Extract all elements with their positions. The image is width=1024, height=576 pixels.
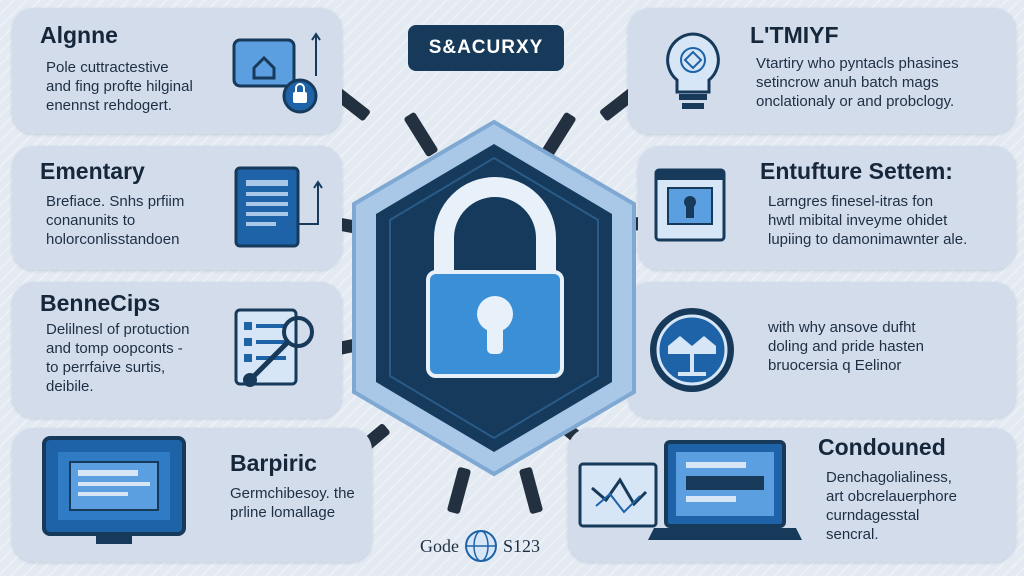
card-title: Ementary bbox=[40, 158, 145, 184]
document-icon bbox=[234, 166, 323, 248]
card-title: BenneCips bbox=[40, 290, 161, 316]
card-line: art obcrelauerphore bbox=[826, 488, 957, 505]
card-body: Pole cuttractestive and fing profte hilg… bbox=[46, 58, 193, 115]
card-line: with why ansove dufht bbox=[768, 319, 916, 336]
card-line: Brefiace. Snhs prfiim bbox=[46, 193, 185, 210]
card-barpiric: Barpiric Germchibesoy. the prline lomall… bbox=[12, 428, 372, 562]
card-body: Germchibesoy. the prline lomallage bbox=[230, 484, 355, 522]
card-line: prline lomallage bbox=[230, 504, 336, 521]
padlock-icon bbox=[426, 177, 564, 378]
card-title: Entufture Settem: bbox=[760, 158, 953, 184]
globe-logo-icon bbox=[465, 530, 497, 562]
card-title: Barpiric bbox=[230, 450, 317, 476]
card-title: L'TMIYF bbox=[750, 22, 839, 48]
card-line: setincrow anuh batch mags bbox=[756, 74, 939, 91]
card-line: Germchibesoy. the bbox=[230, 485, 355, 502]
card-body: Vtartiry who pyntacls phasines setincrow… bbox=[756, 54, 959, 111]
card-line: enennst rehdogert. bbox=[46, 97, 172, 114]
header-label: S&ACURXY bbox=[408, 25, 564, 71]
secure-folder-icon bbox=[232, 32, 321, 114]
card-algnne: Algnne Pole cuttractestive and fing prof… bbox=[12, 8, 342, 134]
card-line: lupiing to damonimawnter ale. bbox=[768, 231, 968, 248]
lightbulb-icon bbox=[666, 32, 720, 109]
card-entufture-settem: Entufture Settem: Larngres finesel-itras… bbox=[638, 146, 1016, 270]
card-dufht: with why ansove dufht doling and pride h… bbox=[628, 282, 1016, 418]
monitor-icon bbox=[42, 436, 186, 544]
card-bennecips: BenneCips Delilnesl of protuction and to… bbox=[12, 282, 342, 418]
footer-right-text: S123 bbox=[503, 535, 541, 556]
card-body: Larngres finesel-itras fon hwtl mibital … bbox=[768, 192, 967, 249]
card-line: doling and pride hasten bbox=[768, 338, 924, 355]
card-ltmiyf: L'TMIYF Vtartiry who pyntacls phasines s… bbox=[628, 8, 1016, 134]
card-line: Vtartiry who pyntacls phasines bbox=[756, 55, 959, 72]
card-line: Delilnesl of protuction bbox=[46, 321, 190, 338]
shield-emblem-icon bbox=[650, 308, 734, 392]
card-line: Denchagolialiness, bbox=[826, 469, 952, 486]
footer: Gode S123 bbox=[420, 528, 540, 564]
secure-window-icon bbox=[654, 168, 726, 242]
card-body: Denchagolialiness, art obcrelauerphore c… bbox=[826, 468, 957, 544]
card-condouned: Condouned Denchagolialiness, art obcrela… bbox=[568, 428, 1016, 562]
card-title: Algnne bbox=[40, 22, 118, 48]
card-line: curndagesstal bbox=[826, 507, 920, 524]
card-line: and tomp oopconts - bbox=[46, 340, 183, 357]
card-line: deibile. bbox=[46, 378, 94, 395]
card-line: sencral. bbox=[826, 526, 879, 543]
card-line: Pole cuttractestive bbox=[46, 59, 169, 76]
card-body: Brefiace. Snhs prfiim conanunits to holo… bbox=[46, 192, 184, 249]
card-line: to perrfaive surtis, bbox=[46, 359, 166, 376]
card-line: hwtl mibital inveyme ohidet bbox=[768, 212, 948, 229]
card-line: conanunits to bbox=[46, 212, 136, 229]
card-line: bruocersia q Eelinor bbox=[768, 357, 902, 374]
card-body: with why ansove dufht doling and pride h… bbox=[768, 318, 924, 375]
key-checklist-icon bbox=[234, 308, 314, 387]
card-line: and fing profte hilginal bbox=[46, 78, 193, 95]
card-line: Larngres finesel-itras fon bbox=[768, 193, 934, 210]
card-body: Delilnesl of protuction and tomp oopcont… bbox=[46, 320, 189, 396]
card-title: Condouned bbox=[818, 434, 946, 460]
footer-left-text: Gode bbox=[420, 535, 459, 556]
card-line: holorconlisstandoen bbox=[46, 231, 180, 248]
card-line: onclationaly or and probclogy. bbox=[756, 93, 955, 110]
laptop-network-icon bbox=[578, 440, 802, 540]
card-ementary: Ementary Brefiace. Snhs prfiim conanunit… bbox=[12, 146, 342, 270]
